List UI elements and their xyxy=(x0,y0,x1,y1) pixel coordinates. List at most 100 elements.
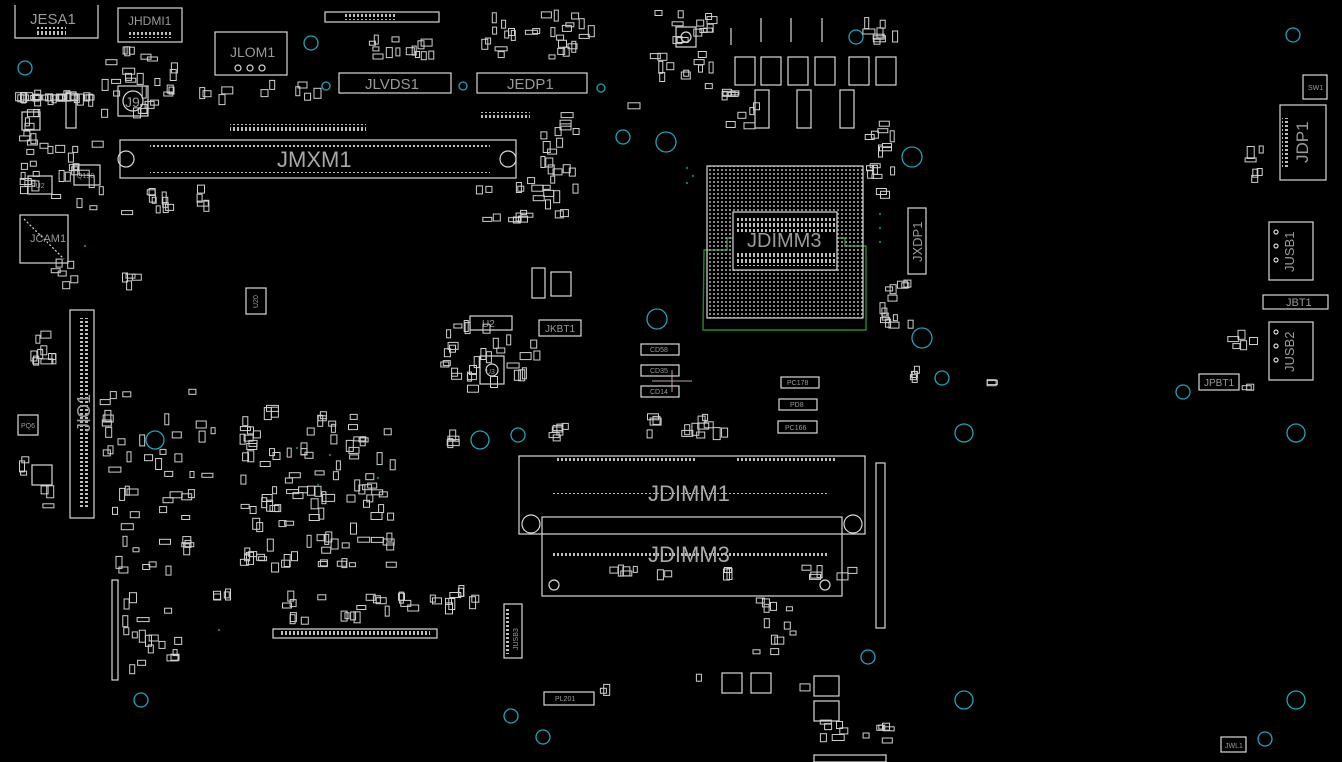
passive-part xyxy=(552,424,563,431)
passive-part xyxy=(704,83,713,90)
passive-part xyxy=(683,69,690,77)
passive-part xyxy=(247,450,255,463)
passive-part xyxy=(125,273,136,279)
passive-part xyxy=(372,46,380,52)
passive-part xyxy=(182,536,192,545)
mounting-hole xyxy=(934,370,950,386)
passive-part xyxy=(864,17,870,30)
passive-part xyxy=(871,173,883,179)
passive-part xyxy=(112,506,118,515)
passive-part xyxy=(774,636,785,645)
passive-part xyxy=(122,535,128,547)
connector-jcam1: JCAM1 xyxy=(19,214,69,264)
passive-part xyxy=(542,184,551,190)
passive-part xyxy=(632,565,638,573)
passive-part xyxy=(446,329,452,339)
passive-part xyxy=(223,591,230,599)
mounting-hole xyxy=(1175,384,1191,400)
passive-part xyxy=(308,514,320,521)
passive-part xyxy=(370,536,384,543)
passive-part xyxy=(270,406,279,418)
passive-part xyxy=(368,40,376,46)
connector-jhdmi1: JHDMI1 xyxy=(117,7,183,43)
passive-part xyxy=(646,429,653,439)
passive-part xyxy=(129,511,140,519)
passive-part xyxy=(24,122,35,130)
passive-part xyxy=(366,494,374,503)
passive-part xyxy=(649,417,662,426)
passive-part xyxy=(140,53,152,60)
passive-part xyxy=(578,18,585,30)
passive-part xyxy=(29,160,37,167)
inductor xyxy=(721,672,743,694)
passive-part xyxy=(556,137,564,148)
passive-part xyxy=(164,413,170,426)
passive-part xyxy=(723,568,730,581)
passive-part xyxy=(878,144,883,158)
cd35-label: CD35 xyxy=(650,368,668,375)
passive-part xyxy=(547,164,555,175)
passive-part xyxy=(763,618,770,629)
passive-part xyxy=(158,640,166,649)
passive-part xyxy=(877,128,889,134)
chip-small xyxy=(550,271,572,297)
passive-part xyxy=(20,186,28,195)
jusb2-label: JUSB2 xyxy=(1282,332,1297,372)
passive-part xyxy=(20,162,28,170)
passive-part xyxy=(415,51,420,58)
passive-part xyxy=(26,109,39,118)
passive-part xyxy=(155,458,163,470)
passive-part xyxy=(872,33,885,40)
passive-part xyxy=(737,111,747,119)
passive-part xyxy=(330,423,336,433)
passive-part xyxy=(559,123,572,131)
passive-part xyxy=(336,560,347,567)
passive-part xyxy=(447,438,454,449)
passive-part xyxy=(517,185,525,192)
mounting-hole xyxy=(458,81,468,91)
passive-part xyxy=(378,504,385,514)
passive-part xyxy=(567,43,578,50)
passive-part xyxy=(1237,329,1246,340)
passive-part xyxy=(386,542,395,551)
passive-part xyxy=(1227,336,1240,343)
passive-part xyxy=(321,491,327,505)
passive-part xyxy=(181,515,191,520)
passive-part xyxy=(269,448,275,457)
passive-part xyxy=(316,534,325,542)
passive-part xyxy=(385,561,397,568)
passive-part xyxy=(306,427,315,436)
passive-part xyxy=(40,345,48,356)
passive-part xyxy=(482,323,491,334)
passive-part xyxy=(105,426,113,438)
passive-part xyxy=(617,564,624,577)
passive-part xyxy=(384,605,390,617)
connector-jkbt1: JKBT1 xyxy=(538,319,582,337)
passive-part xyxy=(126,451,132,463)
passive-part xyxy=(659,72,666,82)
passive-part xyxy=(239,558,249,566)
passive-part xyxy=(317,415,327,422)
header-left-vertical xyxy=(111,579,119,681)
passive-part xyxy=(572,183,579,194)
passive-part xyxy=(189,471,195,478)
passive-part xyxy=(47,145,54,154)
passive-part xyxy=(492,337,499,349)
passive-part xyxy=(350,611,357,621)
passive-part xyxy=(603,683,611,696)
mounting-hole xyxy=(321,81,331,91)
passive-part xyxy=(485,351,492,364)
mounting-hole xyxy=(954,423,974,443)
passive-part xyxy=(159,538,171,545)
passive-part xyxy=(319,559,328,567)
passive-part xyxy=(672,36,683,45)
passive-part xyxy=(365,593,376,601)
passive-part xyxy=(263,407,272,421)
passive-part xyxy=(383,428,392,436)
mounting-hole xyxy=(596,83,606,93)
passive-part xyxy=(362,484,373,491)
passive-part xyxy=(789,630,797,636)
passive-part xyxy=(346,494,356,503)
connector-jio1: JIO1 xyxy=(69,309,95,519)
passive-part xyxy=(221,86,234,95)
